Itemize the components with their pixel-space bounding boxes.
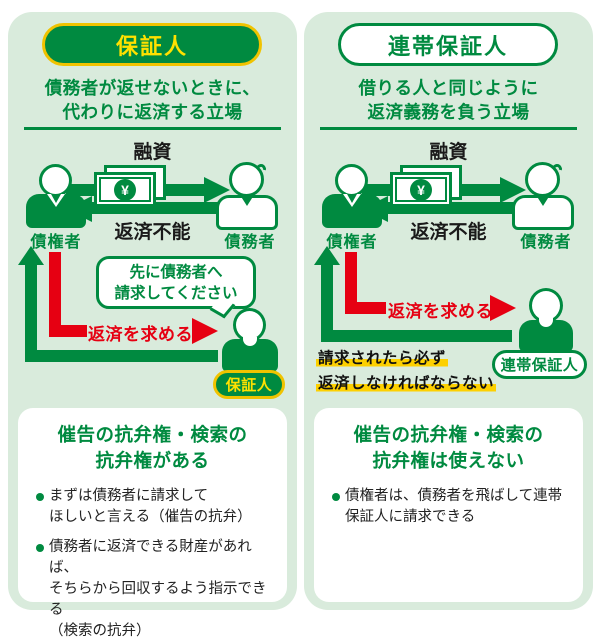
tie	[347, 194, 357, 203]
person-head	[335, 164, 368, 197]
person-body	[216, 195, 278, 230]
tie	[51, 194, 61, 203]
debtor-icon	[510, 162, 576, 234]
guarantor-description: 債務者が返せないときに、 代わりに返済する立場	[8, 76, 297, 124]
info-title-line: 催告の抗弁権・検索の	[353, 424, 544, 445]
joint-guarantor-title-badge: 連帯保証人	[338, 23, 558, 66]
bullet-line: 債権者は、債務者を飛ばして連帯	[345, 488, 563, 504]
creditor-icon	[320, 164, 384, 234]
panel-guarantor: 保証人 債務者が返せないときに、 代わりに返済する立場 融資 返済不能 ¥	[8, 12, 297, 639]
bullet-line: ほしいと言える（催告の抗弁）	[49, 509, 252, 525]
info-title-line: 抗弁権は使えない	[372, 450, 525, 471]
bubble-line: 請求してください	[114, 285, 238, 302]
bullet-dot	[332, 493, 340, 501]
person-body	[519, 318, 573, 352]
person-head	[39, 164, 72, 197]
arrow-head-up	[18, 246, 44, 265]
loan-label: 融資	[133, 142, 172, 163]
creditor-icon	[24, 164, 88, 234]
description-line: 代わりに返済する立場	[62, 102, 243, 122]
divider	[24, 127, 281, 130]
divider	[320, 127, 577, 130]
bullet-dot	[36, 493, 44, 501]
money-icon: ¥	[94, 165, 168, 211]
banknote-border	[99, 177, 151, 202]
yen-symbol: ¥	[114, 179, 136, 201]
description-line: 借りる人と同じように	[358, 78, 539, 98]
demand-label: 返済を求める	[388, 302, 493, 321]
arrow-bar	[25, 350, 218, 362]
description-line: 債務者が返せないときに、	[44, 78, 261, 98]
arrow-bar	[25, 263, 37, 362]
demand-label: 返済を求める	[88, 325, 193, 344]
arrow-bar	[49, 252, 61, 337]
bullet-line: そちらから回収するよう指示できる	[49, 581, 267, 618]
arrow-bar	[345, 252, 357, 314]
arrow-head-up	[314, 246, 340, 265]
bullet-line: 債務者に返済できる財産があれば、	[49, 539, 252, 576]
speech-bubble: 先に債務者へ 請求してください	[96, 256, 256, 319]
person-body	[26, 194, 86, 228]
arrow-bar	[321, 330, 512, 342]
guarantor-mini-badge: 保証人	[213, 370, 285, 399]
person-head	[229, 162, 264, 197]
joint-guarantor-icon	[519, 288, 573, 352]
guarantor-info-box: 催告の抗弁権・検索の 抗弁権がある まずは債務者に請求して ほしいと言える（催告…	[18, 408, 287, 639]
banknote-front: ¥	[390, 172, 452, 207]
joint-guarantor-description: 借りる人と同じように 返済義務を負う立場	[304, 76, 593, 124]
debtor-label: 債務者	[224, 234, 276, 251]
panel-joint-guarantor: 連帯保証人 借りる人と同じように 返済義務を負う立場 融資 返済不能 ¥	[304, 12, 593, 610]
banknote-border	[395, 177, 447, 202]
guarantor-title-badge: 保証人	[42, 23, 262, 66]
debtor-icon	[214, 162, 280, 234]
person-body	[222, 337, 278, 372]
person-body	[322, 194, 382, 228]
bullet-line: 保証人に請求できる	[345, 509, 476, 525]
bullet-line: （検索の抗弁）	[49, 623, 151, 639]
yen-symbol: ¥	[410, 179, 432, 201]
money-icon: ¥	[390, 165, 464, 211]
obligation-note: 請求されたら必ず 返済しなければならない	[316, 346, 497, 396]
debtor-label: 債務者	[520, 234, 572, 251]
info-bullet: 債権者は、債務者を飛ばして連帯 保証人に請求できる	[332, 486, 575, 528]
bullet-line: まずは債務者に請求して	[49, 488, 209, 504]
default-label: 返済不能	[114, 222, 191, 243]
info-title: 催告の抗弁権・検索の 抗弁権がある	[18, 422, 287, 474]
guarantor-icon	[222, 308, 278, 372]
highlight-line: 請求されたら必ず	[316, 350, 449, 367]
collar	[536, 195, 550, 206]
arrow-head-right	[490, 295, 516, 321]
person-body	[512, 195, 574, 230]
description-line: 返済義務を負う立場	[367, 102, 530, 122]
banknote-front: ¥	[94, 172, 156, 207]
info-bullet: 債務者に返済できる財産があれば、 そちらから回収するよう指示できる （検索の抗弁…	[36, 537, 279, 642]
joint-guarantor-mini-badge: 連帯保証人	[492, 350, 587, 379]
comparison-infographic: 保証人 債務者が返せないときに、 代わりに返済する立場 融資 返済不能 ¥	[8, 12, 593, 639]
info-title-line: 催告の抗弁権・検索の	[57, 424, 248, 445]
collar	[240, 195, 254, 206]
arrow-bar	[345, 302, 386, 314]
highlight-line: 返済しなければならない	[316, 375, 497, 392]
arrow-bar	[321, 263, 333, 342]
neck	[243, 337, 257, 346]
joint-guarantor-info-box: 催告の抗弁権・検索の 抗弁権は使えない 債権者は、債務者を飛ばして連帯 保証人に…	[314, 408, 583, 602]
default-label: 返済不能	[410, 222, 487, 243]
info-title-line: 抗弁権がある	[95, 450, 210, 471]
info-title: 催告の抗弁権・検索の 抗弁権は使えない	[314, 422, 583, 474]
bubble-line: 先に債務者へ	[129, 264, 223, 281]
info-bullet: まずは債務者に請求して ほしいと言える（催告の抗弁）	[36, 486, 279, 528]
bullet-dot	[36, 544, 44, 552]
arrow-head-right	[192, 318, 218, 344]
loan-label: 融資	[429, 142, 468, 163]
neck	[539, 318, 553, 327]
arrow-bar	[49, 325, 87, 337]
